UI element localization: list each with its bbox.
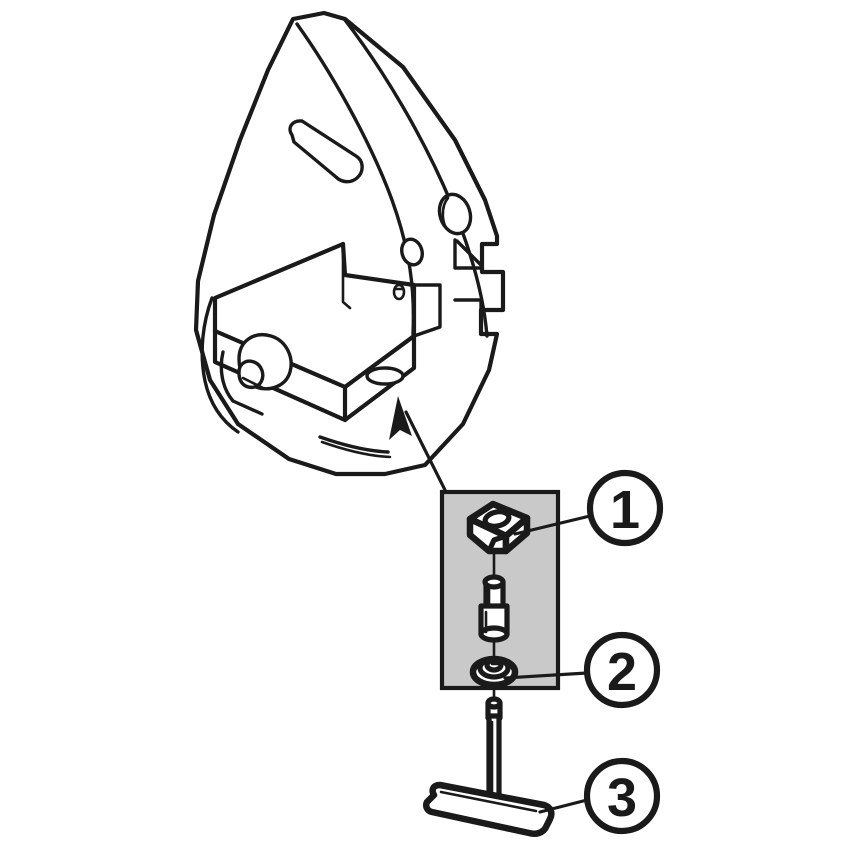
toolholder-body — [193, 10, 506, 477]
callout-3-circle[interactable] — [583, 757, 661, 835]
callout-3[interactable]: 3 — [583, 757, 661, 835]
assembly-direction-arrow — [389, 396, 448, 494]
callout-leader-lines — [503, 514, 592, 814]
clamp-screw-pin — [478, 574, 510, 643]
callout-2-label: 2 — [607, 642, 637, 702]
clamp-shim-seat — [466, 500, 531, 555]
washer-nut — [469, 655, 519, 689]
leader-line-3 — [538, 798, 589, 814]
callout-1-label: 1 — [610, 480, 640, 540]
callout-2[interactable]: 2 — [583, 631, 661, 709]
leader-line-2 — [503, 671, 589, 680]
callout-2-circle[interactable] — [583, 631, 661, 709]
t-handle-key-wrench — [422, 696, 555, 837]
leader-line-1 — [513, 514, 592, 536]
callout-1[interactable]: 1 — [586, 469, 664, 547]
callout-3-label: 3 — [607, 768, 637, 828]
callout-1-circle[interactable] — [586, 469, 664, 547]
